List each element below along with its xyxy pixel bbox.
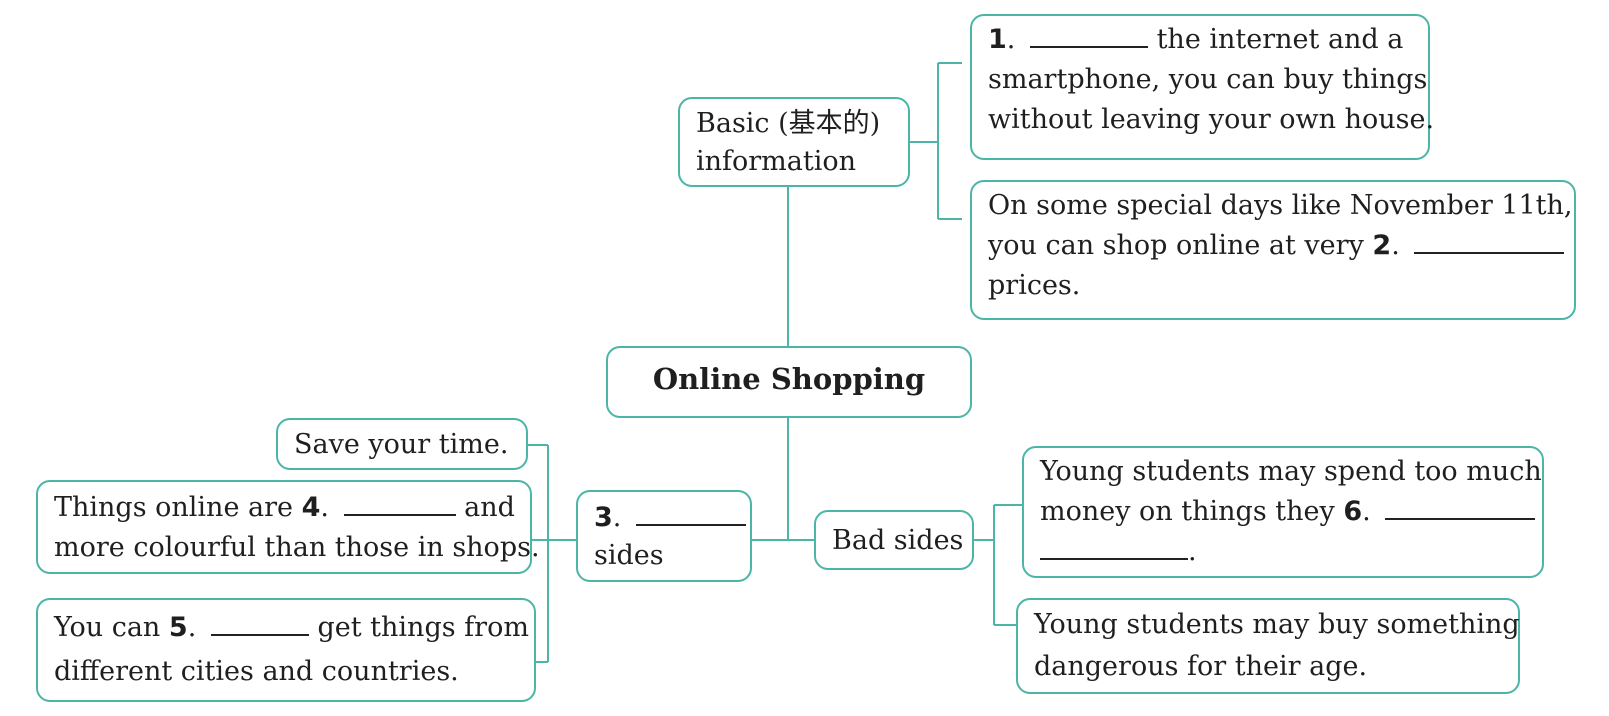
basic-info-label-line1: Basic (基本的) bbox=[696, 108, 881, 139]
answer-blank-4[interactable] bbox=[343, 488, 456, 516]
blank-dot: . bbox=[1391, 230, 1400, 261]
basic-item-2-line3: prices. bbox=[988, 270, 1081, 301]
bad-sides-label: Bad sides bbox=[832, 525, 964, 556]
blank-number-4: 4 bbox=[301, 492, 321, 523]
good-item-you-can-line2: different cities and countries. bbox=[54, 656, 459, 687]
bad-item-dangerous-line2: dangerous for their age. bbox=[1034, 651, 1368, 682]
basic-item-2-text: you can shop online at very bbox=[988, 230, 1364, 261]
blank-end-dot: . bbox=[1188, 536, 1197, 567]
blank-number-2: 2 bbox=[1372, 230, 1392, 261]
good-sides-line1: 3. bbox=[594, 498, 746, 537]
answer-blank-3[interactable] bbox=[635, 498, 746, 526]
answer-blank-6-part1[interactable] bbox=[1385, 492, 1536, 520]
bad-item-spend-money: Young students may spend too much money … bbox=[1022, 446, 1544, 578]
basic-item-2: On some special days like November 11th,… bbox=[970, 180, 1576, 320]
blank-dot: . bbox=[1362, 496, 1371, 527]
basic-info-node: Basic (基本的) information bbox=[678, 97, 910, 187]
basic-item-2-line1: On some special days like November 11th, bbox=[988, 190, 1573, 221]
basic-item-2-line2: you can shop online at very 2. bbox=[988, 226, 1565, 266]
good-item-things-online-line2: more colourful than those in shops. bbox=[54, 532, 540, 563]
good-item-you-can-line1: You can 5. get things from bbox=[54, 606, 529, 650]
blank-number-3: 3 bbox=[594, 502, 613, 533]
basic-item-1-line3: without leaving your own house. bbox=[988, 104, 1435, 135]
bad-item-spend-money-line1: Young students may spend too much bbox=[1040, 456, 1542, 487]
blank-dot: . bbox=[320, 492, 329, 523]
bad-item-spend-money-line3: . bbox=[1040, 532, 1528, 572]
blank-dot: . bbox=[612, 502, 622, 533]
connector-good-bracket bbox=[526, 444, 576, 663]
basic-item-1-line1: 1. the internet and a bbox=[988, 20, 1414, 60]
basic-info-label-line2: information bbox=[696, 146, 857, 177]
good-item-save-time-text: Save your time. bbox=[294, 429, 509, 460]
blank-dot: . bbox=[1006, 24, 1016, 55]
bad-sides-node: Bad sides bbox=[814, 510, 974, 570]
blank-number-5: 5 bbox=[168, 612, 188, 643]
good-item-things-online: Things online are 4. and more colourful … bbox=[36, 480, 540, 574]
blank-number-1: 1 bbox=[988, 24, 1007, 55]
good-item-c-pre: You can bbox=[54, 612, 161, 643]
center-title: Online Shopping bbox=[652, 362, 926, 396]
answer-blank-5[interactable] bbox=[210, 608, 309, 636]
answer-blank-1[interactable] bbox=[1029, 20, 1148, 48]
good-item-c-rest: get things from bbox=[317, 612, 529, 643]
bad-item-dangerous: Young students may buy something dangero… bbox=[1016, 598, 1520, 694]
bad-item-dangerous-line1: Young students may buy something bbox=[1034, 609, 1520, 640]
good-item-you-can: You can 5. get things from different cit… bbox=[36, 598, 536, 702]
connector-basic-bracket bbox=[908, 62, 962, 220]
blank-dot: . bbox=[187, 612, 197, 643]
connector-bad-bracket bbox=[974, 504, 1022, 626]
bad-item-1-pre: money on things they bbox=[1040, 496, 1335, 527]
bad-item-spend-money-line2: money on things they 6. bbox=[1040, 492, 1536, 532]
basic-item-1-line2: smartphone, you can buy things bbox=[988, 64, 1428, 95]
good-sides-line2: sides bbox=[594, 540, 664, 571]
good-item-b-pre: Things online are bbox=[54, 492, 293, 523]
basic-item-1: 1. the internet and a smartphone, you ca… bbox=[970, 14, 1435, 160]
basic-item-1-text: the internet and a bbox=[1156, 24, 1404, 55]
good-item-save-time: Save your time. bbox=[276, 418, 528, 470]
good-item-b-rest: and bbox=[464, 492, 515, 523]
connector-center-down bbox=[752, 418, 814, 541]
blank-number-6: 6 bbox=[1343, 496, 1363, 527]
good-sides-node: 3. sides bbox=[576, 490, 752, 582]
answer-blank-6-part2[interactable] bbox=[1040, 532, 1188, 560]
good-item-things-online-line1: Things online are 4. and bbox=[54, 488, 516, 528]
answer-blank-2[interactable] bbox=[1414, 226, 1565, 254]
center-node: Online Shopping bbox=[606, 346, 972, 418]
